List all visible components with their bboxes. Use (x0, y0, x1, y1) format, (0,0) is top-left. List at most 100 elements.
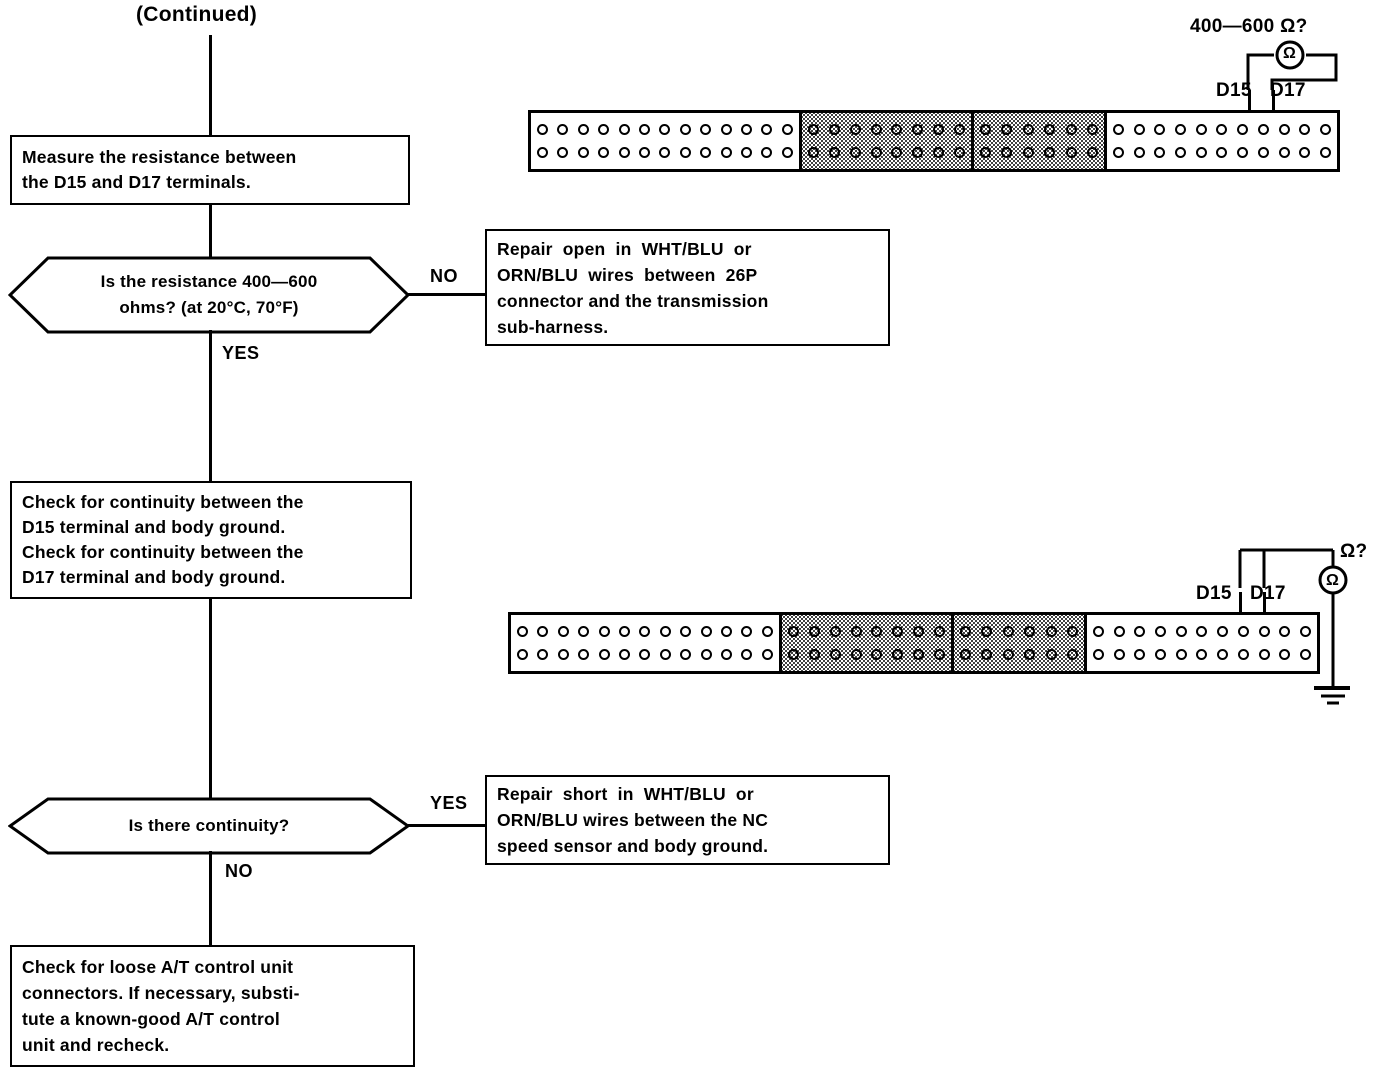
connector-pin (598, 146, 610, 158)
connector-pin (1113, 648, 1125, 660)
repair-open-line-1: Repair open in WHT/BLU or (497, 238, 752, 259)
branch-no-line-decision1 (408, 293, 486, 296)
connector-pin (639, 626, 651, 638)
branch-label-no-decision1: NO (430, 266, 458, 286)
connector-pin (619, 648, 631, 660)
connector-pin (1216, 146, 1228, 158)
connector-pin (557, 124, 569, 136)
repair-short-wires-box: Repair short in WHT/BLU or ORN/BLU wires… (485, 775, 890, 865)
top-connector-segment-3 (971, 113, 1104, 169)
bottom-connector-segment-1 (511, 615, 779, 671)
pin-row (1113, 124, 1331, 136)
connector-pin (761, 648, 773, 660)
bottom-connector-segment-2 (779, 615, 951, 671)
connector-pin (721, 648, 733, 660)
connector-pin (871, 648, 883, 660)
pin-row (517, 626, 773, 638)
connector-pin (537, 124, 548, 136)
connector-pin (1113, 124, 1124, 136)
connector-pin (1175, 124, 1187, 136)
connector-pin (537, 146, 548, 158)
connector-pin (598, 124, 610, 136)
connector-pin (1045, 626, 1057, 638)
connector-pin (1279, 626, 1291, 638)
connector-pin (1113, 146, 1124, 158)
connector-pin (1113, 626, 1125, 638)
connector-pin (981, 626, 993, 638)
pin-row (1113, 146, 1331, 158)
pin-row (980, 124, 1098, 136)
bottom-meter-omega-glyph: Ω (1326, 572, 1340, 589)
connector-pin-d17 (1258, 626, 1270, 638)
connector-pin (870, 146, 882, 158)
connector-pin (741, 124, 753, 136)
connector-pin (659, 146, 671, 158)
bottom-lead-d17 (1263, 592, 1266, 620)
flow-connector-decision2-to-final (209, 851, 212, 946)
branch-label-no-decision2: NO (225, 861, 253, 881)
connector-pin (981, 648, 993, 660)
connector-pin (1002, 648, 1014, 660)
connector-pin (557, 146, 569, 158)
connector-pin (980, 146, 991, 158)
connector-pin (913, 648, 925, 660)
connector-pin (1154, 124, 1166, 136)
connector-pin (578, 626, 590, 638)
connector-pin (781, 124, 793, 136)
repair-short-line-1: Repair short in WHT/BLU or (497, 784, 754, 804)
connector-pin (1154, 146, 1166, 158)
page-title: (Continued) (136, 3, 258, 26)
connector-pin (891, 146, 903, 158)
connector-pin (761, 146, 773, 158)
connector-pin (1044, 124, 1056, 136)
final-line-1: Check for loose A/T control unit (22, 957, 294, 977)
pin-row (537, 146, 793, 158)
connector-pin (1299, 124, 1311, 136)
pin-row (537, 124, 793, 136)
connector-pin (871, 626, 883, 638)
connector-pin (700, 146, 712, 158)
connector-pin (1133, 124, 1145, 136)
repair-open-line-3: connector and the transmission (497, 290, 769, 311)
connector-pin (1217, 648, 1229, 660)
branch-label-yes-decision2: YES (430, 793, 468, 813)
connector-pin (913, 626, 925, 638)
connector-pin (933, 648, 945, 660)
connector-pin (788, 648, 799, 660)
connector-pin (721, 626, 733, 638)
top-meter-omega-glyph: Ω (1283, 45, 1297, 62)
connector-pin (761, 124, 773, 136)
top-measurement-label: 400—600 Ω? (1190, 16, 1308, 37)
pin-row (980, 146, 1098, 158)
repair-open-wires-box: Repair open in WHT/BLU or ORN/BLU wires … (485, 229, 890, 346)
connector-pin (960, 626, 971, 638)
decision-resistance-in-range: Is the resistance 400—600 ohms? (at 20°C… (8, 256, 410, 334)
flow-connector-decision1-to-step2 (209, 330, 212, 482)
connector-pin (700, 648, 712, 660)
connector-pin-d17 (1278, 124, 1290, 136)
connector-pin (639, 648, 651, 660)
connector-pin (741, 626, 753, 638)
connector-pin (1133, 146, 1145, 158)
repair-open-line-2: ORN/BLU wires between 26P (497, 264, 758, 285)
top-terminal-label-d15: D15 (1216, 80, 1252, 101)
connector-pin (761, 626, 773, 638)
connector-pin (849, 124, 861, 136)
connector-pin (1175, 648, 1187, 660)
flow-connector-step1-to-decision1 (209, 205, 212, 257)
connector-pin (933, 626, 945, 638)
connector-pin (1217, 626, 1229, 638)
connector-pin (1175, 626, 1187, 638)
connector-pin (1065, 124, 1077, 136)
connector-pin (1299, 146, 1311, 158)
repair-open-line-4: sub-harness. (497, 316, 609, 337)
step-continuity-line-4: D17 terminal and body ground. (22, 567, 286, 587)
connector-pin (953, 146, 965, 158)
connector-pin (1196, 626, 1208, 638)
connector-pin (1066, 626, 1078, 638)
connector-pin (1155, 648, 1167, 660)
bottom-harness-connector (508, 612, 1320, 674)
flow-connector-step2-to-decision2 (209, 599, 212, 799)
connector-pin (1022, 124, 1034, 136)
final-line-3: tute a known-good A/T control (22, 1009, 280, 1029)
